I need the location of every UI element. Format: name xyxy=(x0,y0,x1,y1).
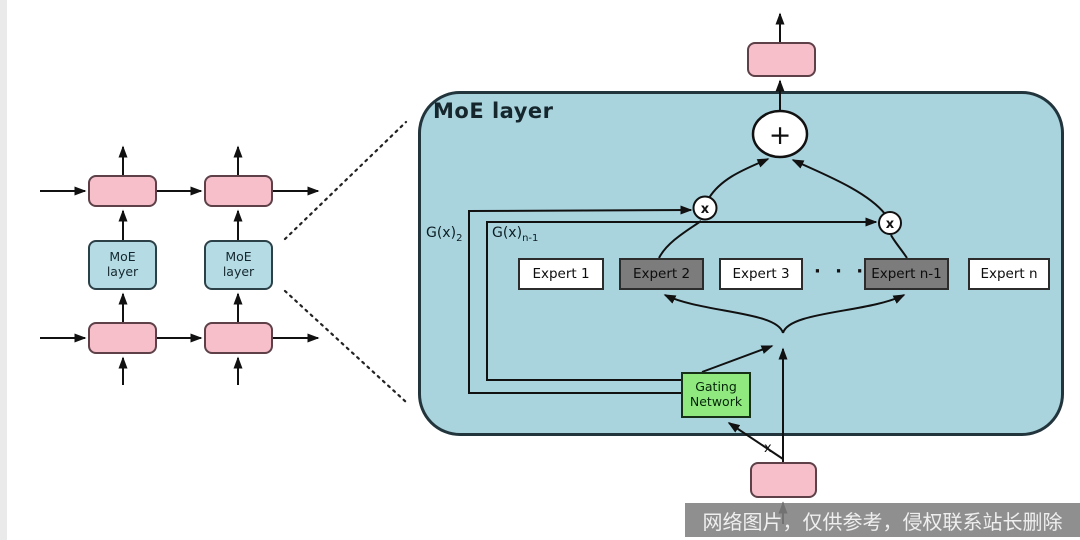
screen-edge-strip xyxy=(0,0,7,540)
sum-symbol: + xyxy=(769,120,792,151)
rnn-cell-top-right xyxy=(204,175,273,207)
input-box xyxy=(750,462,817,498)
operator-nodes: + x x xyxy=(692,109,902,235)
input-x-label: x xyxy=(764,441,772,456)
rnn-cell-bottom-left xyxy=(88,322,157,354)
zoom-callout-dotted-lines xyxy=(283,120,408,404)
gate-label-base: G(x) xyxy=(492,225,523,241)
multiply-symbol-right: x xyxy=(886,217,895,232)
moe-layer-small-right: MoE layer xyxy=(204,240,273,290)
moe-small-label-line2: layer xyxy=(106,264,139,279)
gate-label-subscript: 2 xyxy=(456,232,463,244)
expert-3-box: Expert 3 xyxy=(719,258,803,290)
multiply-circle-right xyxy=(878,211,902,235)
expert-1-box: Expert 1 xyxy=(518,258,604,290)
expert-n-box: Expert n xyxy=(968,258,1050,290)
gating-label-line1: Gating xyxy=(695,379,737,395)
watermark-text: 网络图片，仅供参考，侵权联系站长删除 xyxy=(702,509,1063,534)
left-diagram-arrows xyxy=(40,145,320,385)
gate-label-base: G(x) xyxy=(426,225,457,241)
output-box xyxy=(747,42,816,77)
moe-small-label-line1: MoE xyxy=(225,249,252,265)
moe-panel-wires xyxy=(468,12,908,524)
moe-layer-small-left: MoE layer xyxy=(88,240,157,290)
gating-label-line2: Network xyxy=(689,394,743,409)
gate-value-label-2: G(x)2 xyxy=(426,225,462,244)
watermark-bar: 网络图片，仅供参考，侵权联系站长删除 xyxy=(685,503,1080,537)
experts-ellipsis: · · · xyxy=(814,261,868,282)
gate-label-subscript: n-1 xyxy=(522,232,539,244)
gating-network-box: Gating Network xyxy=(681,372,751,418)
moe-panel-title: MoE layer xyxy=(433,99,554,123)
expert-n-1-box: Expert n-1 xyxy=(864,258,949,290)
moe-small-label-line2: layer xyxy=(222,264,255,279)
gate-value-label-n1: G(x)n-1 xyxy=(492,225,538,244)
rnn-cell-top-left xyxy=(88,175,157,207)
expert-2-box: Expert 2 xyxy=(619,258,704,290)
moe-small-label-line1: MoE xyxy=(109,249,136,265)
sum-circle xyxy=(751,109,809,159)
rnn-cell-bottom-right xyxy=(204,322,273,354)
multiply-circle-left xyxy=(692,195,718,221)
multiply-symbol-left: x xyxy=(701,202,710,217)
